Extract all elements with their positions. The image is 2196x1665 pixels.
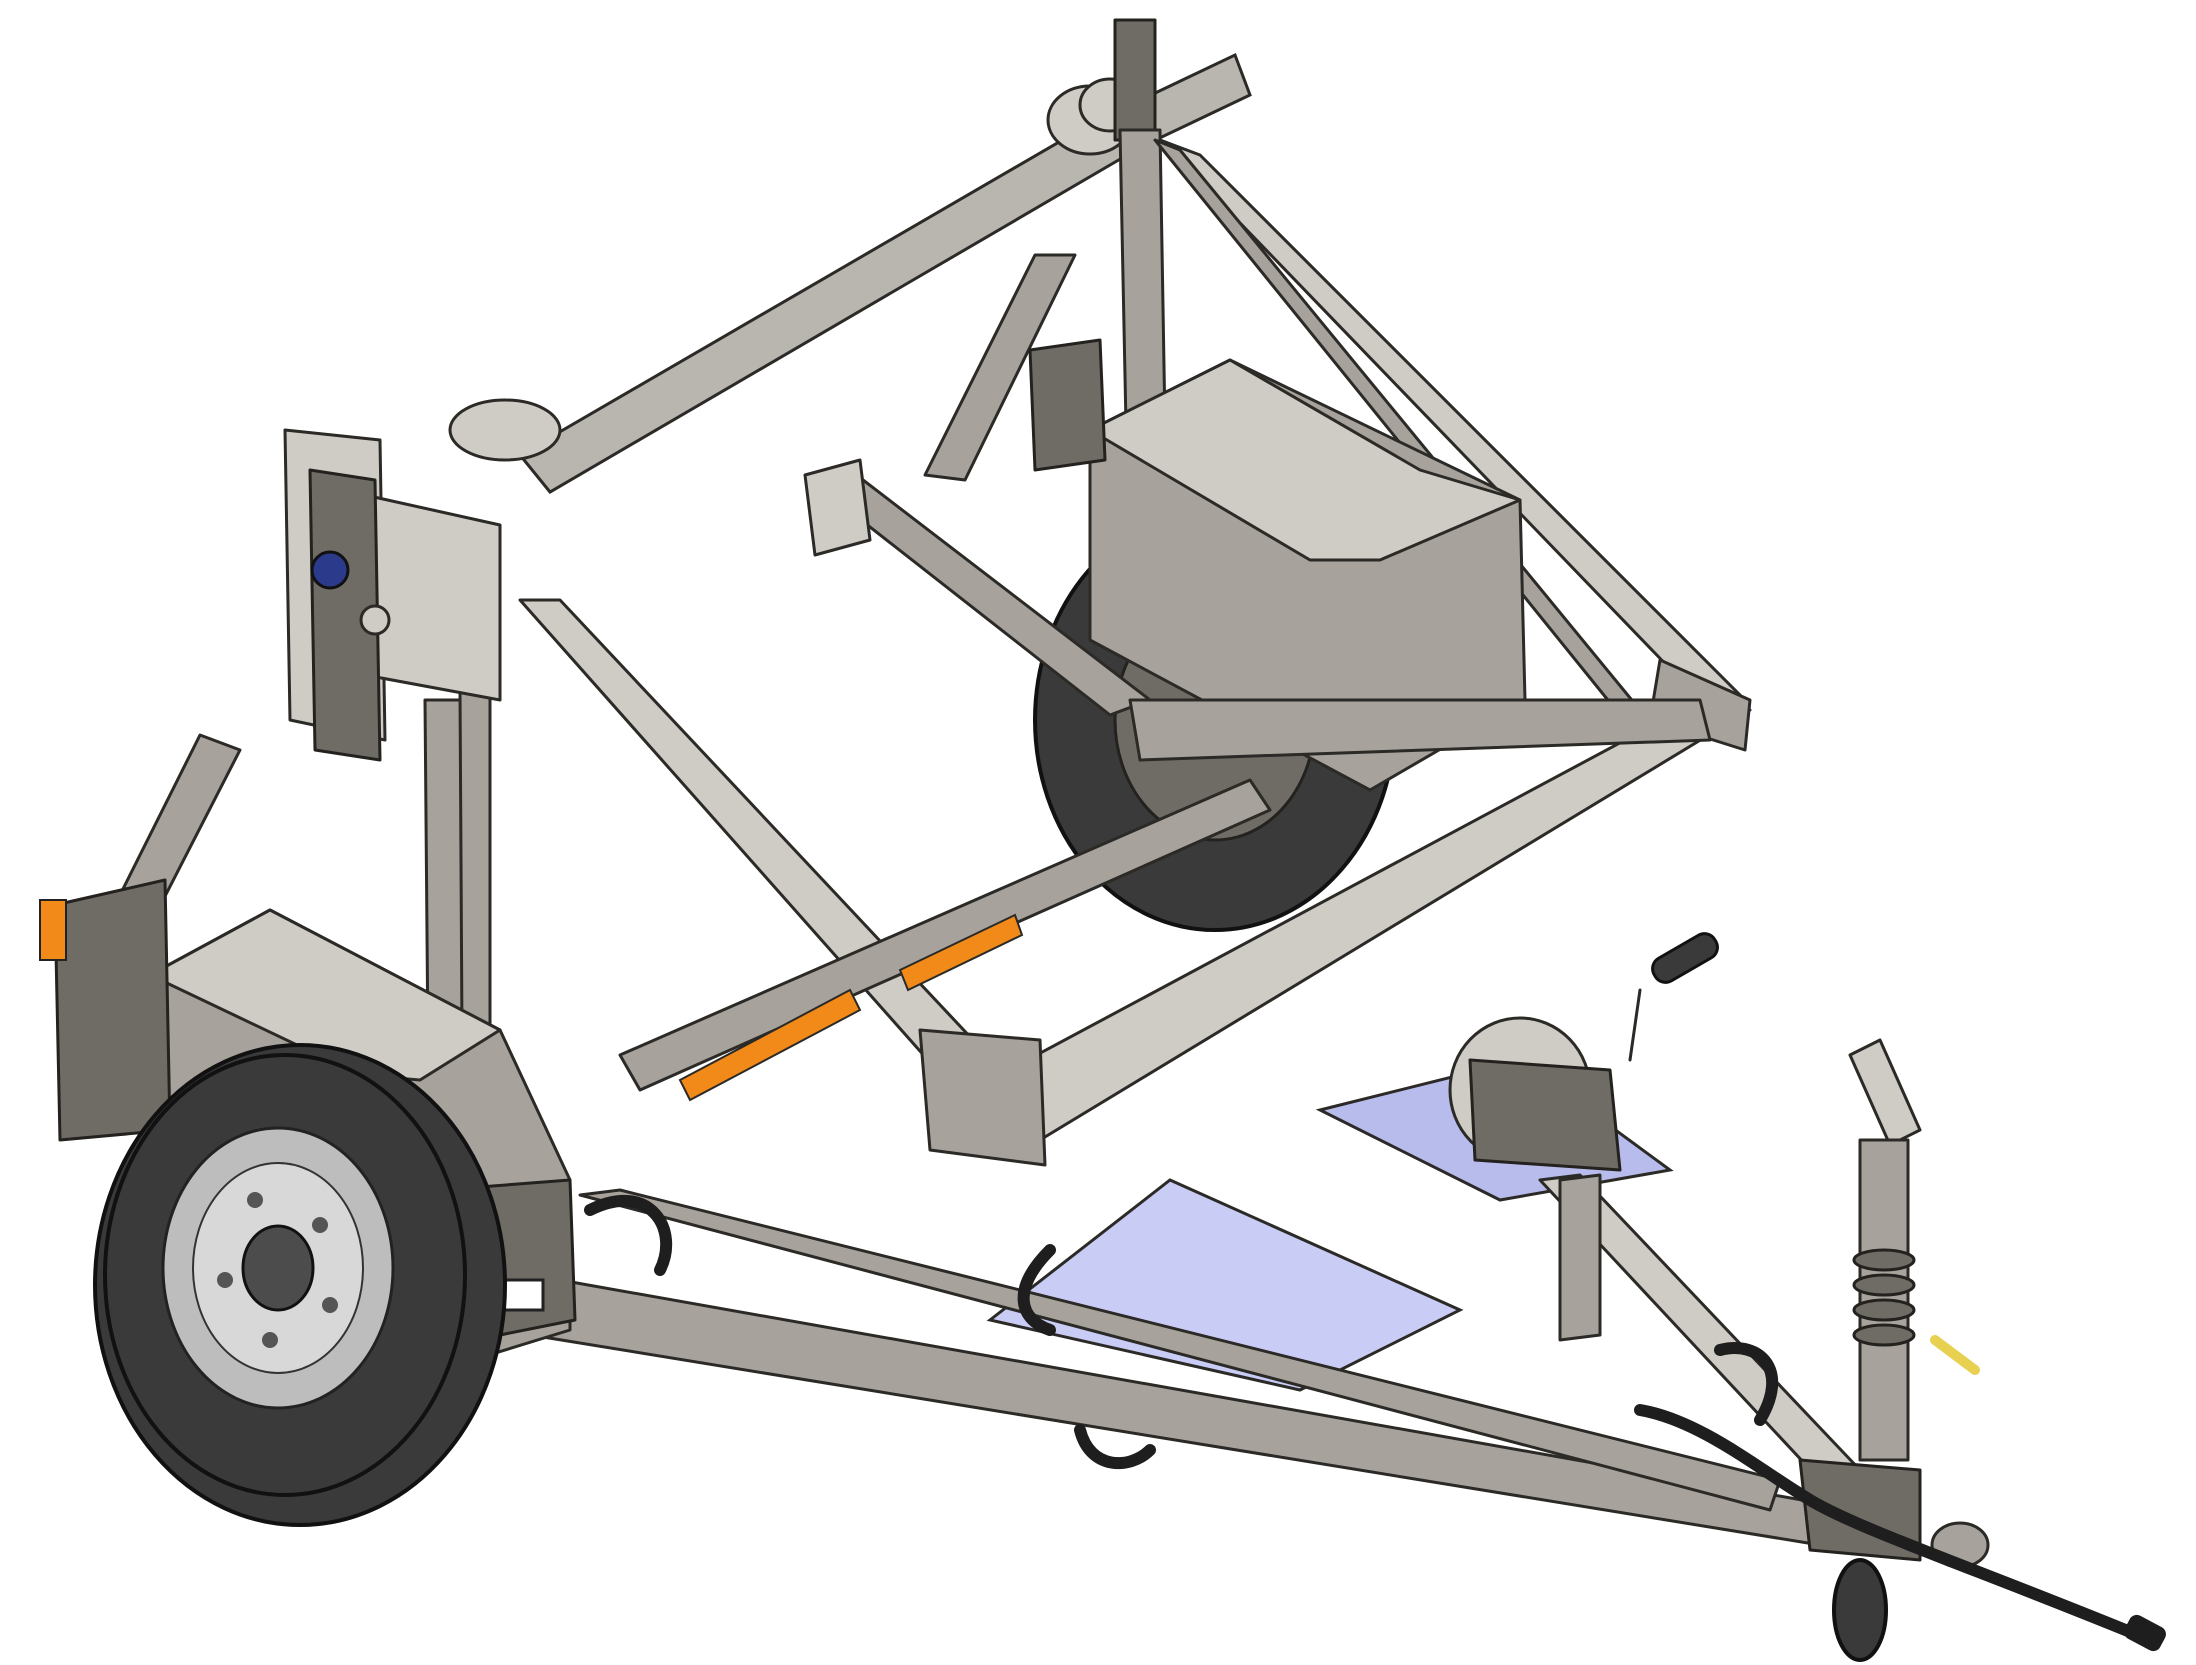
right-side-arm (803, 253, 1152, 717)
left-jack-stand (39, 733, 242, 1142)
orange-reflector (678, 988, 862, 1102)
drawbar-tongue (498, 1173, 1922, 1562)
drum-spindle-shaft (448, 18, 1252, 494)
tow-coupling (1634, 1404, 2166, 1652)
jockey-wheel (1832, 1038, 1980, 1662)
chassis-rail (618, 778, 1272, 1102)
right-mudguard (1088, 358, 1527, 792)
hoses (584, 1194, 1779, 1469)
handle-icon (1930, 1335, 1980, 1375)
side-reflector-icon (39, 899, 67, 961)
orange-reflector (898, 913, 1024, 992)
main-square-frame (518, 598, 1752, 1167)
left-road-wheel (93, 1043, 507, 1527)
hand-winch (1448, 932, 1719, 1342)
left-a-frame (283, 428, 502, 1062)
bearing-icon (310, 550, 350, 590)
